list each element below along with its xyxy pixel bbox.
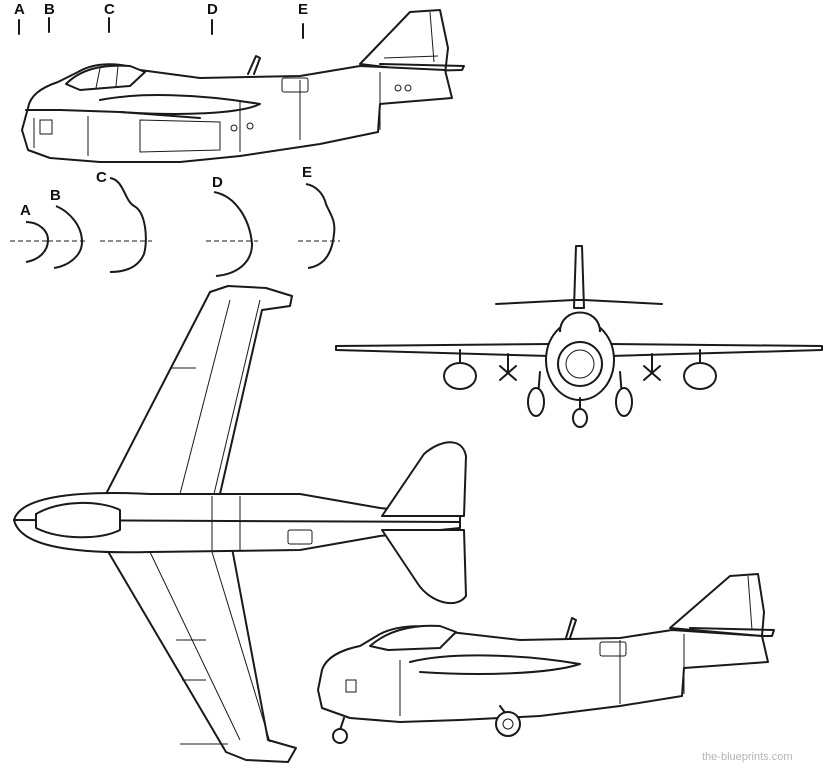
- cross-sections: A B C D E: [10, 164, 340, 277]
- plan-tail-upper: [381, 441, 467, 517]
- plan-view: [13, 285, 467, 763]
- plan-upper-wing: [105, 285, 293, 495]
- plan-canopy: [35, 502, 121, 539]
- side-canopy: [65, 64, 146, 91]
- side-view-bottom: [317, 573, 775, 744]
- front-canopy: [559, 311, 601, 333]
- left-drop-tank: [443, 362, 477, 390]
- side-view-top: A B C D E: [14, 1, 465, 163]
- plan-lower-wing: [105, 547, 297, 763]
- front-nose-wheel: [572, 408, 588, 428]
- section-label-c: C: [96, 169, 107, 186]
- section-e: [305, 183, 336, 269]
- section-label-b: B: [50, 187, 61, 204]
- station-label-b: B: [44, 1, 55, 18]
- station-markers: A B C D E: [14, 1, 308, 39]
- station-label-c: C: [104, 1, 115, 18]
- front-view: [335, 245, 823, 428]
- front-fin: [573, 245, 585, 309]
- station-label-d: D: [207, 1, 218, 18]
- watermark-text: the-blueprints.com: [702, 751, 793, 763]
- section-d: [213, 191, 253, 277]
- right-drop-tank: [683, 362, 717, 390]
- section-b: [53, 205, 83, 269]
- section-a: [25, 221, 49, 263]
- bottom-canopy: [369, 624, 457, 651]
- front-right-wheel: [615, 387, 633, 417]
- section-label-e: E: [302, 164, 312, 181]
- plan-tail-lower: [381, 529, 467, 605]
- section-label-a: A: [20, 202, 31, 219]
- section-label-d: D: [212, 174, 223, 191]
- station-label-e: E: [298, 1, 308, 18]
- section-c: [109, 177, 147, 273]
- bottom-nose-wheel: [332, 728, 348, 744]
- front-left-wheel: [527, 387, 545, 417]
- station-label-a: A: [14, 1, 25, 18]
- bottom-main-wheel: [495, 711, 521, 737]
